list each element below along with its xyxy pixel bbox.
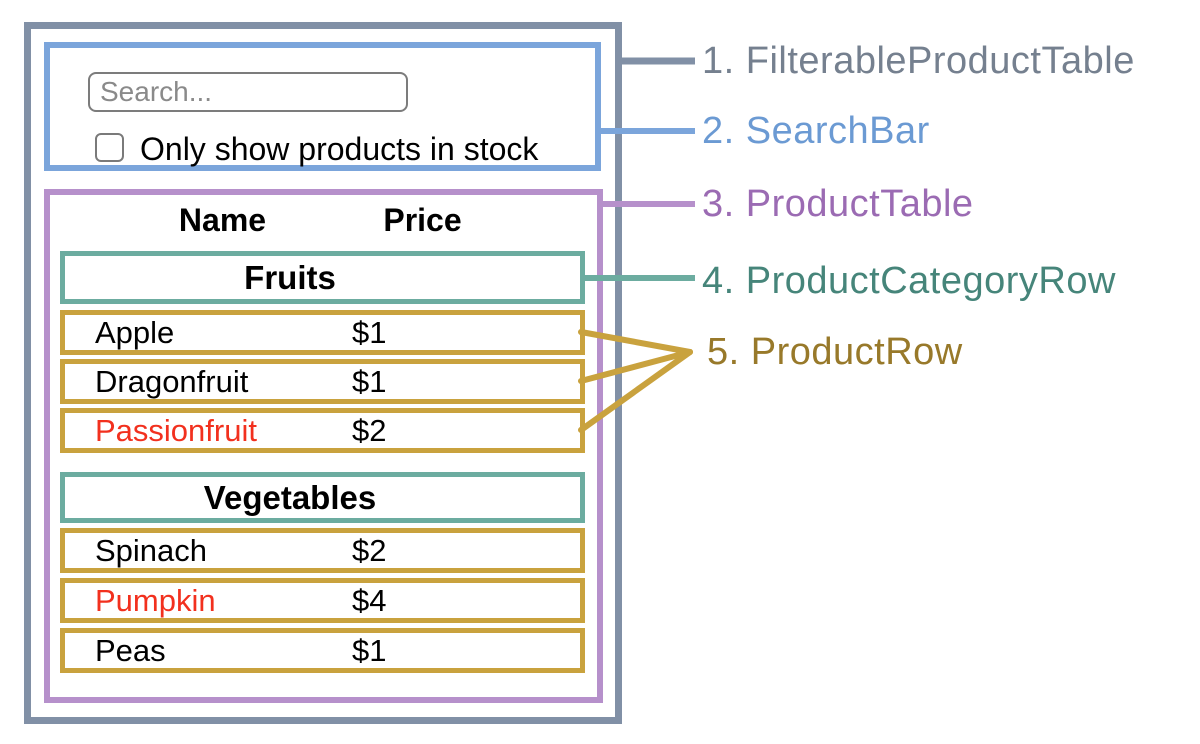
product-name: Peas <box>95 632 166 668</box>
product-table-box <box>44 189 603 703</box>
category-row-vegetables: Vegetables <box>60 472 585 523</box>
product-row-passionfruit: Passionfruit $2 <box>60 408 585 453</box>
legend-label-filterable-product-table: 1. FilterableProductTable <box>702 40 1135 82</box>
legend-label-product-row: 5. ProductRow <box>707 331 963 373</box>
product-price: $4 <box>352 582 387 618</box>
product-price: $2 <box>352 412 387 448</box>
product-row-spinach: Spinach $2 <box>60 528 585 573</box>
product-row-pumpkin: Pumpkin $4 <box>60 578 585 623</box>
in-stock-checkbox[interactable] <box>95 133 124 162</box>
legend-label-product-table: 3. ProductTable <box>702 183 974 225</box>
product-price: $1 <box>352 632 387 668</box>
legend-label-search-bar: 2. SearchBar <box>702 110 930 152</box>
product-price: $1 <box>352 363 387 399</box>
product-name: Dragonfruit <box>95 363 249 399</box>
product-price: $1 <box>352 314 387 350</box>
search-input[interactable] <box>88 72 408 112</box>
product-row-dragonfruit: Dragonfruit $1 <box>60 359 585 404</box>
in-stock-checkbox-label: Only show products in stock <box>140 131 539 167</box>
product-name: Spinach <box>95 532 208 568</box>
category-row-fruits: Fruits <box>60 251 585 304</box>
product-name: Apple <box>95 314 175 350</box>
legend-label-product-category-row: 4. ProductCategoryRow <box>702 260 1116 302</box>
column-header-name: Name <box>178 202 267 238</box>
search-bar-box <box>44 42 601 171</box>
column-header-price: Price <box>383 202 462 238</box>
category-label: Vegetables <box>203 478 377 516</box>
product-name: Passionfruit <box>95 412 257 448</box>
product-row-apple: Apple $1 <box>60 310 585 355</box>
product-price: $2 <box>352 532 387 568</box>
category-label: Fruits <box>244 258 336 296</box>
product-name: Pumpkin <box>95 582 216 618</box>
product-row-peas: Peas $1 <box>60 628 585 673</box>
